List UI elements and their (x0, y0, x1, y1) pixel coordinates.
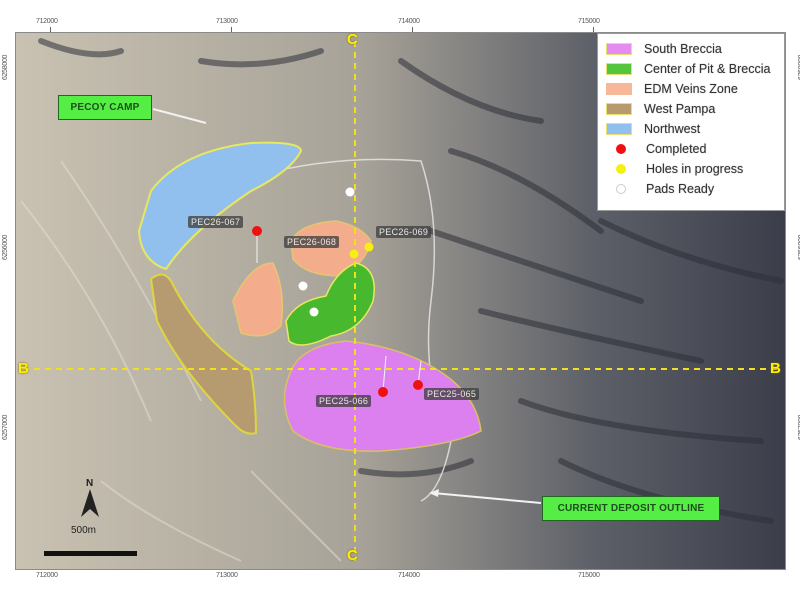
section-b-left: B (18, 360, 29, 377)
x-tick-top-4: 715000 (578, 18, 600, 25)
hole-label-pec26-069: PEC26-069 (376, 226, 432, 238)
scale-bar (44, 551, 137, 556)
yellow-dot-icon (616, 164, 626, 174)
map-canvas[interactable]: C C B B PECOY CAMP CURRENT DEPOSIT OUTLI… (15, 32, 786, 570)
x-tick-bottom-2: 713000 (216, 572, 238, 579)
red-dot-icon (616, 144, 626, 154)
swatch-west-pampa (606, 103, 632, 115)
pad-ready (309, 307, 319, 317)
camp-arrow (152, 108, 207, 124)
legend-item-center-pit: Center of Pit & Breccia (606, 60, 770, 78)
legend-label: Northwest (644, 122, 701, 136)
swatch-edm-veins (606, 83, 632, 95)
legend-item-south-breccia: South Breccia (606, 40, 722, 58)
zone-center-pit (285, 262, 375, 346)
tick-mark (231, 27, 232, 33)
hole-completed-pec25-066 (378, 387, 388, 397)
legend-label: Completed (646, 142, 707, 156)
legend-item-in-progress: Holes in progress (606, 160, 743, 178)
legend-label: EDM Veins Zone (644, 82, 738, 96)
legend-label: West Pampa (644, 102, 716, 116)
section-c-top: C (347, 32, 358, 48)
north-label: N (86, 478, 94, 489)
deposit-arrow (432, 492, 542, 504)
map-legend: South Breccia Center of Pit & Breccia ED… (597, 33, 785, 211)
swatch-center-pit (606, 63, 632, 75)
legend-label: Pads Ready (646, 182, 715, 196)
hole-in-progress-pec26-069 (364, 242, 374, 252)
legend-item-northwest: Northwest (606, 120, 700, 138)
y-tick-left-3: 6257000 (2, 414, 9, 440)
section-c-bottom: C (347, 547, 358, 564)
hole-completed-pec26-067 (252, 226, 262, 236)
x-tick-bottom-3: 714000 (398, 572, 420, 579)
x-tick-top-1: 712000 (36, 18, 58, 25)
hole-label-pec26-068: PEC26-068 (284, 236, 340, 248)
legend-label: Holes in progress (646, 162, 744, 176)
scale-label: 500m (71, 525, 97, 536)
north-arrow-icon (81, 489, 99, 517)
zone-edm-upper (290, 220, 372, 277)
x-tick-bottom-4: 715000 (578, 572, 600, 579)
x-tick-top-2: 713000 (216, 18, 238, 25)
pad-ready (298, 281, 308, 291)
tick-mark (412, 27, 413, 33)
pad-ready (345, 187, 355, 197)
legend-label: Center of Pit & Breccia (644, 62, 771, 76)
swatch-south-breccia (606, 43, 632, 55)
current-deposit-outline-callout: CURRENT DEPOSIT OUTLINE (542, 496, 720, 521)
legend-label: South Breccia (644, 42, 722, 56)
legend-item-pads-ready: Pads Ready (606, 180, 714, 198)
y-tick-left-1: 6258000 (2, 54, 9, 80)
zone-west-pampa (149, 273, 258, 435)
legend-item-edm-veins: EDM Veins Zone (606, 80, 738, 98)
tick-mark (50, 27, 51, 33)
pecoy-camp-callout: PECOY CAMP (58, 95, 152, 120)
white-dot-icon (616, 184, 626, 194)
x-tick-top-3: 714000 (398, 18, 420, 25)
hole-completed-pec25-065 (413, 380, 423, 390)
hole-label-pec25-066: PEC25-066 (316, 395, 372, 407)
legend-item-completed: Completed (606, 140, 706, 158)
x-tick-bottom-1: 712000 (36, 572, 58, 579)
tick-mark (593, 27, 594, 33)
y-tick-left-2: 6256000 (2, 234, 9, 260)
hole-in-progress-pec26-068 (349, 249, 359, 259)
zone-edm-left (232, 262, 284, 337)
hole-label-pec25-065: PEC25-065 (424, 388, 480, 400)
legend-item-west-pampa: West Pampa (606, 100, 715, 118)
zone-northwest (137, 141, 303, 271)
hole-label-pec26-067: PEC26-067 (188, 216, 244, 228)
swatch-northwest (606, 123, 632, 135)
section-b-right: B (770, 360, 781, 377)
